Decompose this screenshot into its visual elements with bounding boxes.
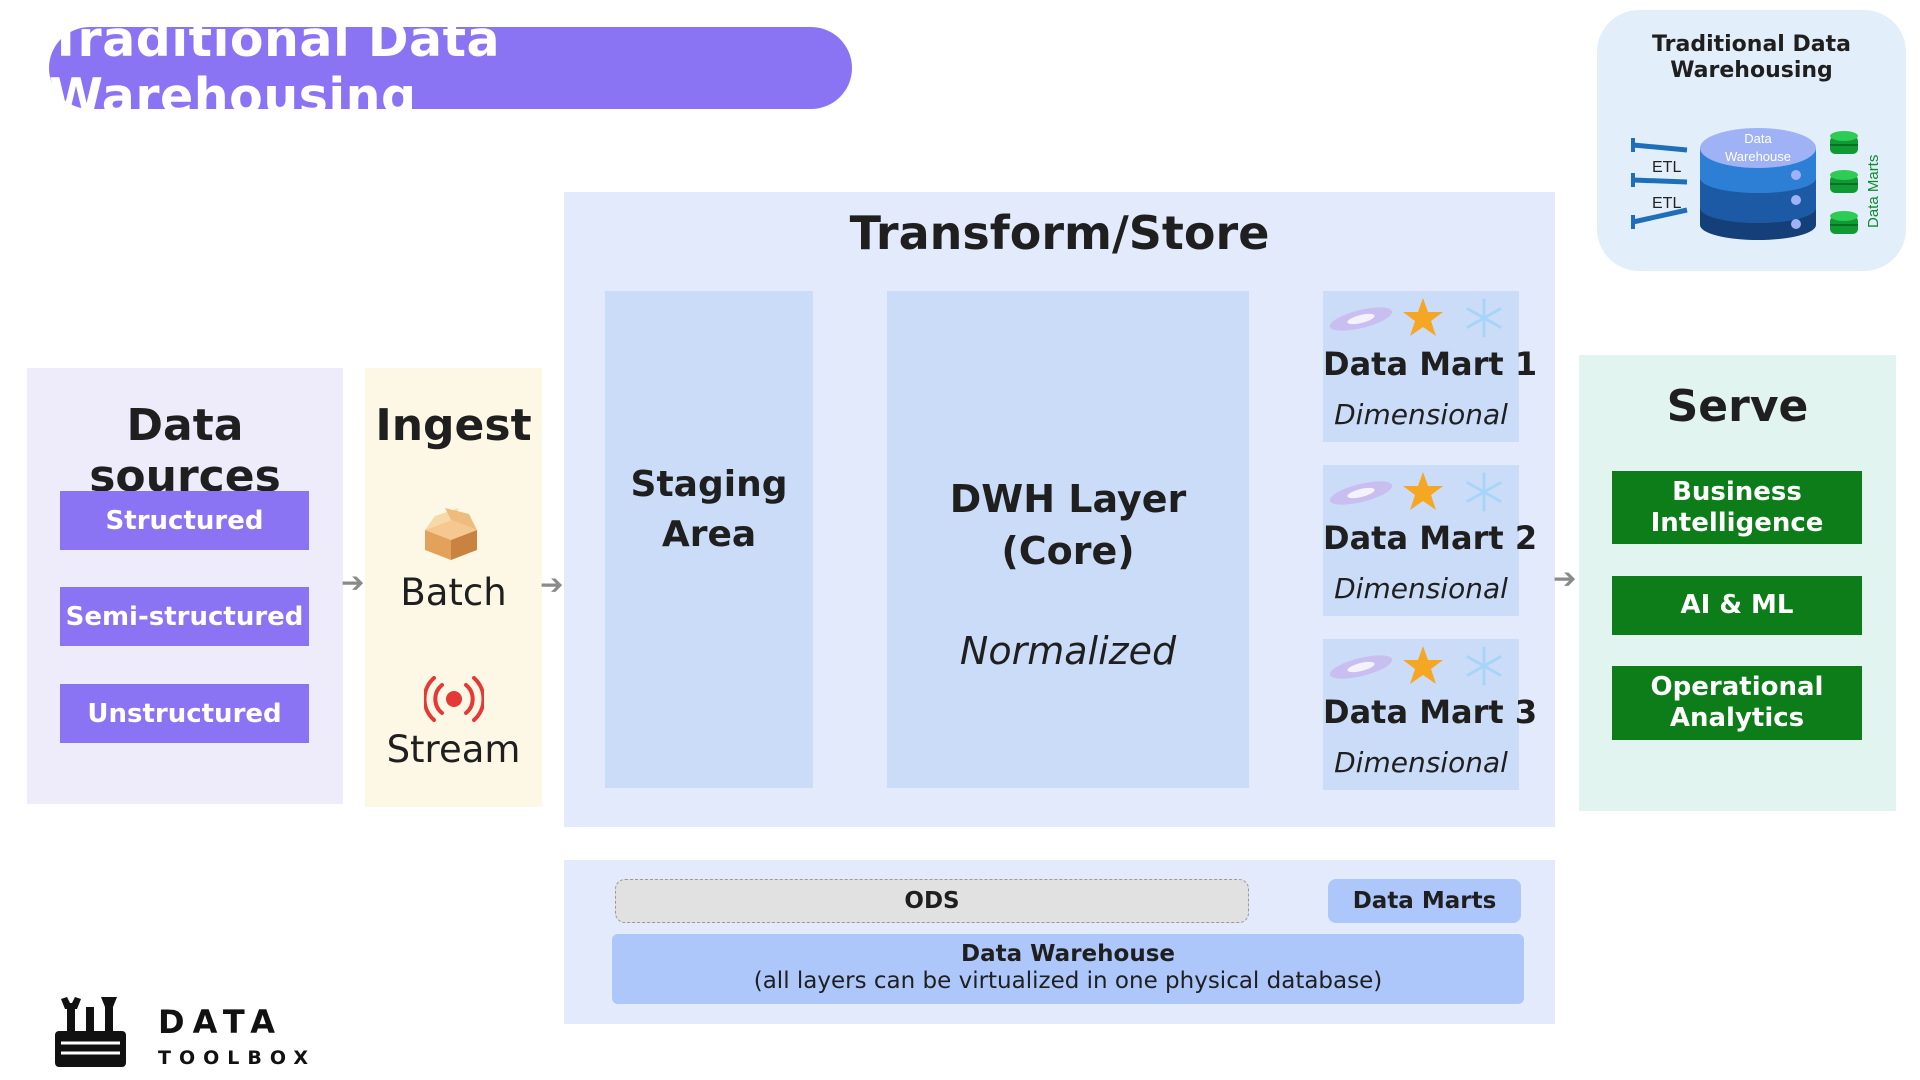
data-warehouse-title: Data Warehouse <box>961 941 1175 967</box>
mini-diagram-card: Traditional Data Warehousing ETL ETL Dat… <box>1597 10 1906 271</box>
transform-store-title: Transform/Store <box>849 206 1270 260</box>
star-icon <box>1403 298 1443 336</box>
source-unstructured: Unstructured <box>60 684 309 743</box>
data-mart-1-title: Data Mart 1 <box>1323 345 1538 383</box>
mart-icons <box>1329 298 1502 338</box>
data-warehouse-bar: Data Warehouse (all layers can be virtua… <box>612 934 1524 1004</box>
etl-label-2: ETL <box>1652 195 1681 212</box>
data-mart-1-sub: Dimensional <box>1334 398 1508 431</box>
snowflake-icon <box>1466 472 1502 512</box>
arrow-right-icon: ➔ <box>341 566 365 599</box>
data-warehouse-note: (all layers can be virtualized in one ph… <box>753 968 1383 994</box>
ods-bar: ODS <box>615 879 1249 923</box>
dwh-core-box: DWH Layer (Core) Normalized <box>887 291 1249 788</box>
data-mart-stack-icon-3 <box>1830 211 1858 234</box>
data-mart-3: Data Mart 3 Dimensional <box>1323 639 1538 790</box>
snowflake-icon <box>1466 298 1502 338</box>
db-label-line2: Warehouse <box>1725 149 1791 164</box>
title-pill: Traditional Data Warehousing <box>49 11 852 125</box>
data-mart-3-title: Data Mart 3 <box>1323 693 1538 731</box>
bi-line1: Business <box>1672 476 1802 507</box>
data-mart-2-sub: Dimensional <box>1334 572 1508 605</box>
stream-label: Stream <box>386 728 521 771</box>
mart-icons <box>1329 472 1502 512</box>
source-semi-structured: Semi-structured <box>60 587 309 646</box>
staging-line1: Staging <box>630 463 788 505</box>
data-mart-stack-icon-2 <box>1830 170 1858 193</box>
batch-label: Batch <box>400 571 507 614</box>
dwh-normalized-label: Normalized <box>959 629 1177 673</box>
mini-diagram-title: Traditional Data Warehousing <box>1597 32 1906 84</box>
physical-layer-panel: ODS Data Marts Data Warehouse (all layer… <box>564 860 1555 1024</box>
page-title: Traditional Data Warehousing <box>49 11 501 125</box>
galaxy-icon <box>1329 481 1393 505</box>
staging-line2: Area <box>661 513 757 555</box>
arrow-right-icon: ➔ <box>540 568 564 601</box>
serve-title: Serve <box>1666 381 1809 432</box>
database-icon <box>1700 128 1816 240</box>
data-sources-title: Data sources <box>89 400 281 502</box>
oa-line1: Operational <box>1650 672 1824 702</box>
serve-panel: Serve Business Intelligence AI & ML Oper… <box>1579 355 1896 811</box>
galaxy-icon <box>1329 307 1393 331</box>
dwh-line2: (Core) <box>1001 529 1135 573</box>
data-sources-panel: Data sources Structured Semi-structured … <box>27 368 343 804</box>
mini-warehouse-graphic: ETL ETL Data Warehouse <box>1631 128 1882 240</box>
ai-ml-label: AI & ML <box>1680 590 1794 620</box>
mini-title-line2: Warehousing <box>1670 58 1833 83</box>
broadcast-icon <box>424 676 484 722</box>
staging-area-label: Staging Area <box>631 460 788 560</box>
data-mart-2-title: Data Mart 2 <box>1323 519 1538 557</box>
data-mart-1: Data Mart 1 Dimensional <box>1323 291 1538 442</box>
mart-icons <box>1329 646 1502 686</box>
ingest-title: Ingest <box>375 400 532 451</box>
source-structured: Structured <box>60 491 309 550</box>
dwh-core-label: DWH Layer (Core) <box>887 473 1249 577</box>
logo-word-data: DATA <box>158 1003 283 1041</box>
logo-word-toolbox: TOOLBOX <box>158 1047 316 1069</box>
snowflake-icon <box>1466 646 1502 686</box>
oa-line2: Analytics <box>1669 703 1805 733</box>
arrow-right-icon: ➔ <box>1553 562 1577 595</box>
mini-title-line1: Traditional Data <box>1652 32 1851 57</box>
ingest-panel: Ingest Batch Stream <box>365 368 542 807</box>
data-marts-vertical-label: Data Marts <box>1865 155 1882 228</box>
serve-business-intelligence: Business Intelligence <box>1612 471 1862 544</box>
box-icon <box>425 508 477 560</box>
serve-operational-analytics: Operational Analytics <box>1612 666 1862 740</box>
etl-pipes-icon <box>1631 138 1688 229</box>
staging-area-box: Staging Area <box>605 291 813 788</box>
transform-store-panel: Transform/Store Staging Area DWH Layer (… <box>564 192 1555 827</box>
bi-line2: Intelligence <box>1650 507 1824 538</box>
db-label-line1: Data <box>1744 131 1772 146</box>
data-mart-2: Data Mart 2 Dimensional <box>1323 465 1538 616</box>
toolbox-icon <box>55 997 126 1067</box>
data-mart-stack-icon-1 <box>1830 131 1858 154</box>
data-marts-bar: Data Marts <box>1328 879 1521 923</box>
dwh-line1: DWH Layer <box>949 477 1187 521</box>
galaxy-icon <box>1329 655 1393 679</box>
star-icon <box>1403 646 1443 684</box>
data-mart-3-sub: Dimensional <box>1334 746 1508 779</box>
serve-ai-ml: AI & ML <box>1612 576 1862 635</box>
star-icon <box>1403 472 1443 510</box>
etl-label-1: ETL <box>1652 159 1681 176</box>
